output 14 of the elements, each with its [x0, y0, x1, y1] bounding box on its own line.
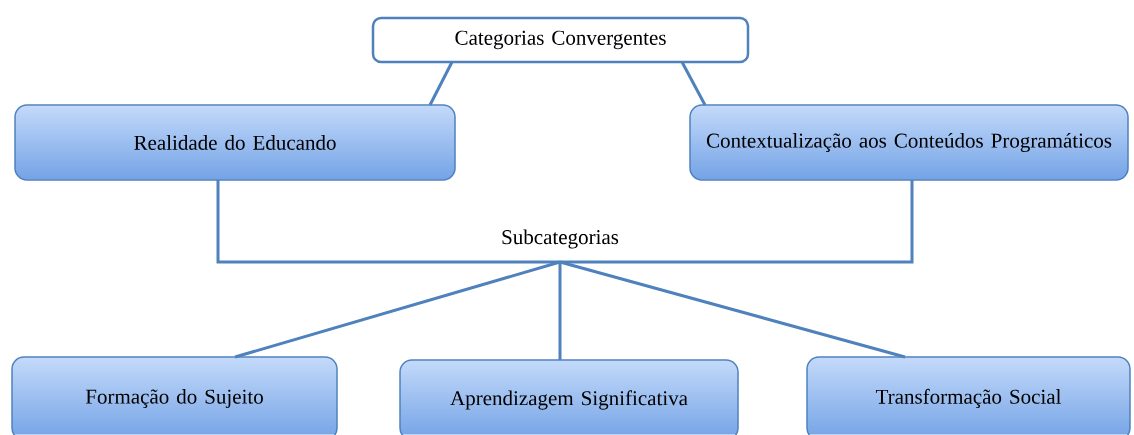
connector-line [428, 61, 454, 106]
hub-label: Subcategorias [502, 229, 619, 249]
connector-line [234, 260, 561, 359]
category-box: Transformação Social [806, 356, 1131, 435]
connector-line [216, 180, 560, 264]
category-box: Realidade do Educando [14, 104, 456, 181]
connector-line [680, 61, 707, 106]
connector-line [560, 180, 914, 264]
category-box: Contextualização aos Conteúdos Programáticos [689, 104, 1129, 181]
category-box: Formação do Sujeito [11, 356, 338, 435]
connector-line [559, 260, 906, 359]
category-box: Aprendizagem Significativa [399, 359, 739, 435]
category-box: Categorias Convergentes [371, 16, 750, 64]
connector-line [558, 262, 562, 360]
